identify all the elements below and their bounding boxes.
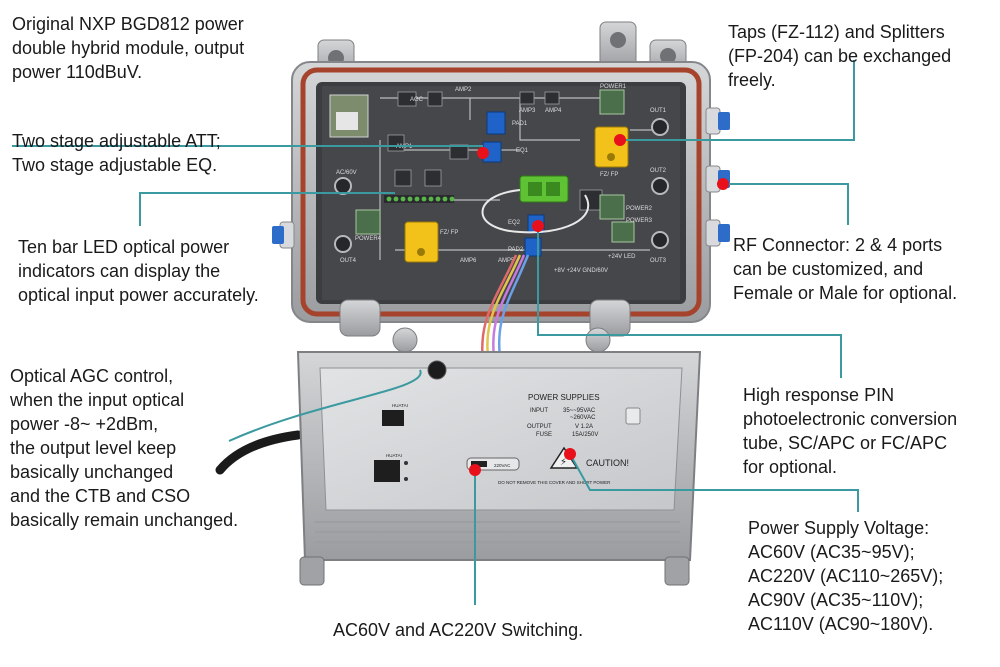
fiber-loop <box>481 189 590 234</box>
label-agc: AGC <box>410 97 424 103</box>
indicator-window <box>625 407 641 425</box>
label-out2: OUT2 <box>650 168 667 174</box>
power-module-4 <box>355 209 381 235</box>
callout-agc: Optical AGC control, when the input opti… <box>10 366 239 530</box>
fuse-value: 15A/250V <box>572 432 598 438</box>
power-supplies-title: POWER SUPPLIES <box>528 393 600 402</box>
label-24v-led: +24V LED <box>608 254 636 260</box>
label-amp2: AMP2 <box>455 87 472 93</box>
input-label: INPUT <box>530 408 548 414</box>
label-out4: OUT4 <box>340 258 357 264</box>
label-power3: POWER3 <box>626 218 653 224</box>
sticker-top <box>382 410 404 426</box>
callout-power-voltage: Power Supply Voltage: AC60V (AC35~95V); … <box>748 518 944 634</box>
power-module-3 <box>611 221 635 243</box>
dot-power-voltage <box>564 448 576 460</box>
lower-housing <box>296 351 702 586</box>
label-eq1: EQ1 <box>516 148 529 154</box>
svg-text:⚡: ⚡ <box>560 457 567 468</box>
label-fz-fp-left: FZ/ FP <box>440 230 458 236</box>
output-label: OUTPUT <box>527 424 552 430</box>
callout-pin-tube: High response PIN photoelectronic conver… <box>743 385 958 477</box>
hinge-right <box>585 327 611 353</box>
power-cable <box>215 430 303 475</box>
power-module-2 <box>599 194 625 220</box>
label-pad1: PAD1 <box>512 121 528 127</box>
output-value: V 1.2A <box>575 424 593 430</box>
switch-right-label: 220VAC <box>494 463 511 468</box>
upper-housing <box>291 21 711 337</box>
label-out3: OUT3 <box>650 258 667 264</box>
label-supply-rail: +8V +24V GND/60V <box>554 268 608 274</box>
callout-rf-connector: RF Connector: 2 & 4 ports can be customi… <box>733 235 958 303</box>
callout-att-eq: Two stage adjustable ATT; Two stage adju… <box>12 131 221 175</box>
label-power1: POWER1 <box>600 84 627 90</box>
label-power4: POWER4 <box>355 236 382 242</box>
label-out1: OUT1 <box>650 108 667 114</box>
tap-module-right <box>594 126 629 168</box>
dot-rf <box>717 178 729 190</box>
sticker-bottom-label: HUATAI <box>386 453 402 458</box>
sc-apc-adapter <box>519 175 569 203</box>
label-pad2: PAD2 <box>508 247 524 253</box>
caution-label: CAUTION! <box>586 458 629 468</box>
label-amp3: AMP3 <box>519 108 536 114</box>
callout-led-bar: Ten bar LED optical power indicators can… <box>18 237 259 305</box>
label-amp4: AMP4 <box>545 108 562 114</box>
lid-plate <box>319 367 683 511</box>
led-bar <box>384 195 455 203</box>
warning-label: DO NOT REMOVE THIS COVER AND SHORT POWER <box>498 480 611 485</box>
callout-switching: AC60V and AC220V Switching. <box>333 620 584 640</box>
dot-tap <box>614 134 626 146</box>
callout-nxp-module: Original NXP BGD812 power double hybrid … <box>12 14 245 82</box>
input-value-1: 35~~95VAC <box>563 408 596 414</box>
label-ac60v: AC/60V <box>336 170 357 176</box>
dot-switch <box>469 464 481 476</box>
sticker-top-label: HUATAI <box>392 403 408 408</box>
label-eq2: EQ2 <box>508 220 521 226</box>
hinge-left <box>392 327 418 353</box>
label-power2: POWER2 <box>626 206 653 212</box>
callout-lines <box>12 60 859 605</box>
fuse-label: FUSE <box>536 432 552 438</box>
board-f-connectors <box>334 118 669 253</box>
rf-connectors <box>272 107 730 249</box>
tap-module-left <box>404 221 439 263</box>
dot-att-eq <box>477 147 489 159</box>
pad1-att <box>486 111 506 135</box>
marker-dots <box>469 134 729 476</box>
cable-gland <box>427 360 447 380</box>
callout-taps: Taps (FZ-112) and Splitters (FP-204) can… <box>728 22 952 90</box>
label-fz-fp-right: FZ/ FP <box>600 172 618 178</box>
input-value-2: ~260VAC <box>570 415 596 421</box>
board-chips <box>387 91 603 211</box>
label-amp5: AMP5 <box>498 258 515 264</box>
sticker-bottom <box>374 460 400 482</box>
label-amp6: AMP6 <box>460 258 477 264</box>
dot-pin <box>532 220 544 232</box>
power-module-1 <box>599 89 625 115</box>
